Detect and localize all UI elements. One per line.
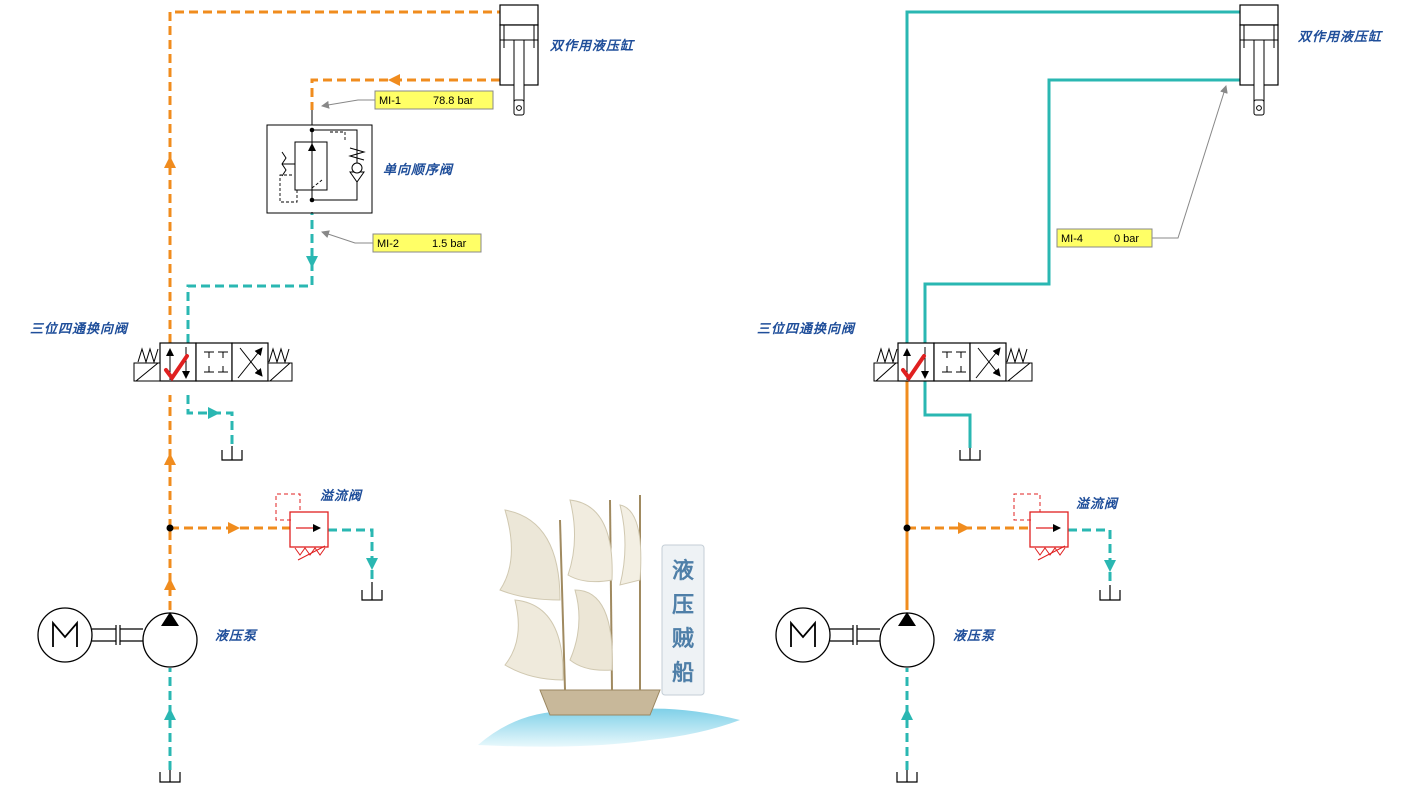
coupling-icon (830, 625, 880, 645)
line (186, 395, 234, 445)
tank-icon (159, 770, 181, 783)
active-check-icon (164, 354, 189, 382)
left-sequence-valve-label: 单向顺序阀 (383, 162, 454, 178)
junction-dot (166, 524, 174, 532)
right-relief-label: 溢流阀 (1076, 496, 1119, 512)
left-pressure-arrows (164, 74, 400, 590)
left-motor-pump (37, 607, 198, 668)
right-return-arrows (901, 560, 1116, 720)
right-solid-lines (905, 10, 1240, 448)
tank-icon (959, 448, 981, 461)
spring-icon (294, 547, 326, 556)
left-relief-valve (275, 493, 329, 561)
valve-position-left (159, 342, 197, 382)
line (186, 212, 314, 343)
flow-arrow (164, 453, 176, 465)
pump-arrow-icon (161, 612, 179, 626)
logo-char: 液 (672, 558, 694, 584)
line (168, 10, 500, 343)
valve-position-left (897, 342, 935, 382)
left-pump-label: 液压泵 (215, 628, 258, 644)
left-circuit: 液压泵 溢流阀 三位四通换向阀 (30, 4, 636, 783)
spring-icon (1034, 547, 1066, 556)
right-return-lines (905, 528, 1112, 770)
spring-icon (876, 347, 898, 364)
gauge-name: MI-2 (377, 238, 399, 250)
check-ball-icon (351, 162, 363, 174)
tank-icon (361, 582, 383, 601)
spring-icon (268, 347, 290, 364)
valve-position-right (231, 342, 269, 382)
motor-icon (37, 607, 93, 663)
line (1068, 528, 1112, 585)
valve-position-center (195, 342, 233, 382)
left-cylinder (499, 4, 539, 116)
flow-arrow (228, 522, 240, 534)
right-cylinder (1239, 4, 1279, 116)
line (923, 78, 1240, 343)
coupling-icon (92, 625, 143, 645)
gauge-name: MI-4 (1061, 233, 1083, 245)
gauge-value: 78.8 bar (433, 95, 474, 107)
active-check-icon (901, 354, 926, 382)
junction-dot (903, 524, 911, 532)
gauge-value: 0 bar (1114, 233, 1139, 245)
right-directional-valve-label: 三位四通换向阀 (757, 321, 856, 337)
right-relief-valve (1013, 493, 1069, 561)
logo-char: 贼 (671, 626, 694, 652)
flow-arrow (164, 578, 176, 590)
flow-arrow (388, 74, 400, 86)
left-directional-valve-label: 三位四通换向阀 (30, 321, 129, 337)
flow-arrow (208, 407, 220, 419)
gauge-name: MI-1 (379, 95, 401, 107)
flow-arrow (1104, 560, 1116, 572)
line (328, 528, 374, 580)
valve-position-right (969, 342, 1007, 382)
pump-arrow-icon (898, 612, 916, 626)
tank-icon (1099, 585, 1121, 601)
right-cylinder-label: 双作用液压缸 (1297, 29, 1384, 45)
logo-panel (661, 544, 705, 696)
left-relief-label: 溢流阀 (320, 488, 363, 504)
motor-icon (775, 607, 831, 663)
flow-arrow (164, 708, 176, 720)
left-gauge-mi1[interactable]: MI-1 78.8 bar (321, 90, 494, 110)
spring-icon (281, 151, 295, 177)
left-gauge-mi2[interactable]: MI-2 1.5 bar (321, 230, 482, 253)
left-directional-valve[interactable] (133, 342, 293, 382)
right-gauge-mi4[interactable]: MI-4 0 bar (1056, 85, 1228, 248)
tank-icon (896, 770, 918, 783)
line (923, 381, 972, 448)
line (310, 78, 500, 110)
spring-icon (137, 347, 159, 364)
flow-arrow (306, 256, 318, 268)
gauge-value: 1.5 bar (432, 238, 467, 250)
spring-icon (1006, 347, 1028, 364)
flow-arrow (901, 708, 913, 720)
flow-arrow (366, 558, 378, 570)
left-cylinder-label: 双作用液压缸 (549, 38, 636, 54)
motor-m-glyph (52, 620, 78, 647)
logo-char: 压 (672, 592, 694, 618)
left-return-arrows (164, 256, 378, 720)
valve-position-center (933, 342, 971, 382)
motor-m-glyph (790, 620, 816, 647)
tank-icon (221, 446, 243, 461)
left-sequence-valve (266, 110, 373, 214)
line (905, 10, 1240, 343)
flow-arrow (164, 156, 176, 168)
flow-arrow (958, 522, 970, 534)
left-tanks (159, 446, 383, 783)
right-pump-label: 液压泵 (953, 628, 996, 644)
right-circuit: 液压泵 溢流阀 三位四通换向阀 (757, 4, 1384, 783)
logo-char: 船 (672, 660, 694, 686)
right-tanks (896, 448, 1121, 783)
right-directional-valve[interactable] (873, 342, 1033, 382)
logo-ship-image: 液 压 贼 船 (478, 495, 740, 747)
right-motor-pump (775, 607, 935, 668)
